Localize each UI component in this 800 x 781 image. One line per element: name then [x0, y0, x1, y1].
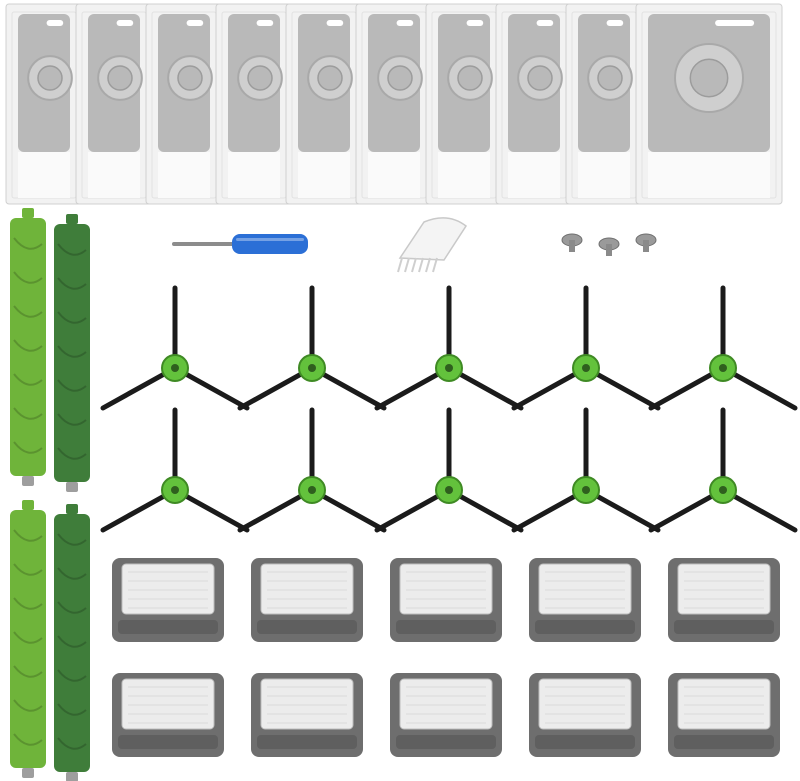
filters-group: [112, 558, 780, 757]
hepa-filter-icon: [112, 558, 224, 642]
side-brush-icon: [374, 407, 524, 533]
hepa-filter-icon: [668, 558, 780, 642]
rubber-roller-icon: [10, 500, 46, 778]
screw-icon: [561, 233, 583, 252]
cleaning-brush-icon: [397, 217, 468, 273]
hepa-filter-icon: [251, 673, 363, 757]
side-brush-icon: [237, 407, 387, 533]
hepa-filter-icon: [529, 673, 641, 757]
dust-bag-icon: [635, 3, 783, 205]
tools-group: [172, 217, 657, 273]
side-brush-icon: [100, 407, 250, 533]
screw-icon: [598, 237, 620, 256]
dust-bag-icon: [215, 3, 293, 205]
hepa-filter-icon: [668, 673, 780, 757]
hepa-filter-icon: [112, 673, 224, 757]
rubber-roller-icon: [54, 214, 90, 492]
side-brush-icon: [237, 285, 387, 411]
dust-bag-icon: [495, 3, 573, 205]
side-brush-icon: [374, 285, 524, 411]
screwdriver-icon: [172, 234, 308, 254]
hepa-filter-icon: [529, 558, 641, 642]
side-brush-icon: [648, 285, 798, 411]
hepa-filter-icon: [390, 558, 502, 642]
dust-bag-icon: [565, 3, 643, 205]
dust-bag-icon: [425, 3, 503, 205]
dust-bag-icon: [145, 3, 223, 205]
dust-bag-icon: [355, 3, 433, 205]
side-brush-icon: [511, 407, 661, 533]
dust-bags-group: [5, 3, 783, 205]
side-brush-icon: [511, 285, 661, 411]
rubber-roller-icon: [10, 208, 46, 486]
dust-bag-icon: [285, 3, 363, 205]
dust-bag-icon: [5, 3, 83, 205]
screw-icon: [635, 233, 657, 252]
side-brush-icon: [648, 407, 798, 533]
rollers-group: [10, 208, 90, 781]
hepa-filter-icon: [251, 558, 363, 642]
dust-bag-icon: [75, 3, 153, 205]
hepa-filter-icon: [390, 673, 502, 757]
side-brush-icon: [100, 285, 250, 411]
rubber-roller-icon: [54, 504, 90, 781]
side-brushes-group: [100, 285, 798, 533]
